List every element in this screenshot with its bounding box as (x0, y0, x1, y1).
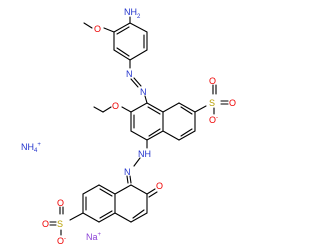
methoxy-oxygen-label: O (94, 24, 101, 34)
sodium-ion-label: Na+ (86, 232, 102, 242)
ammonium-ion-label: NH4+ (21, 142, 41, 154)
counter-ions: NH4+ Na+ (21, 142, 102, 242)
sulfonate-bottom-sulfur-label: S (57, 219, 63, 229)
atom-labels: NH2 O N N S O O O- O NH N O S O O O- (42, 7, 236, 246)
sulfonate-bottom-oxygen-left-label: O (42, 219, 49, 229)
sulfonate-right-sulfur-label: S (209, 98, 215, 108)
sulfonate-right-oxygen-right-label: O (229, 98, 236, 108)
structure-drawing: NH2 O N N S O O O- O NH N O S O O O- NH4… (21, 7, 236, 246)
hydrazo-nitrogen-2-label: N (124, 167, 131, 177)
hydrazo-nitrogen-1-label: NH (138, 149, 151, 159)
sulfonate-bottom-oxygen-top-label: O (57, 198, 64, 208)
bonds (49, 16, 229, 236)
ethoxy-oxygen-label: O (112, 101, 119, 111)
sulfonate-right-oxygen-bottom-label: O- (209, 115, 218, 125)
sulfonate-right-oxygen-top-label: O (209, 76, 216, 86)
chemical-structure-canvas: NH2 O N N S O O O- O NH N O S O O O- NH4… (21, 7, 236, 246)
azo-nitrogen-1-label: N (126, 69, 133, 79)
ketone-oxygen-label: O (156, 181, 163, 191)
sulfonate-bottom-oxygen-bottom-label: O- (57, 236, 66, 246)
amine-label: NH2 (124, 7, 141, 20)
azo-nitrogen-2-label: N (140, 87, 147, 97)
